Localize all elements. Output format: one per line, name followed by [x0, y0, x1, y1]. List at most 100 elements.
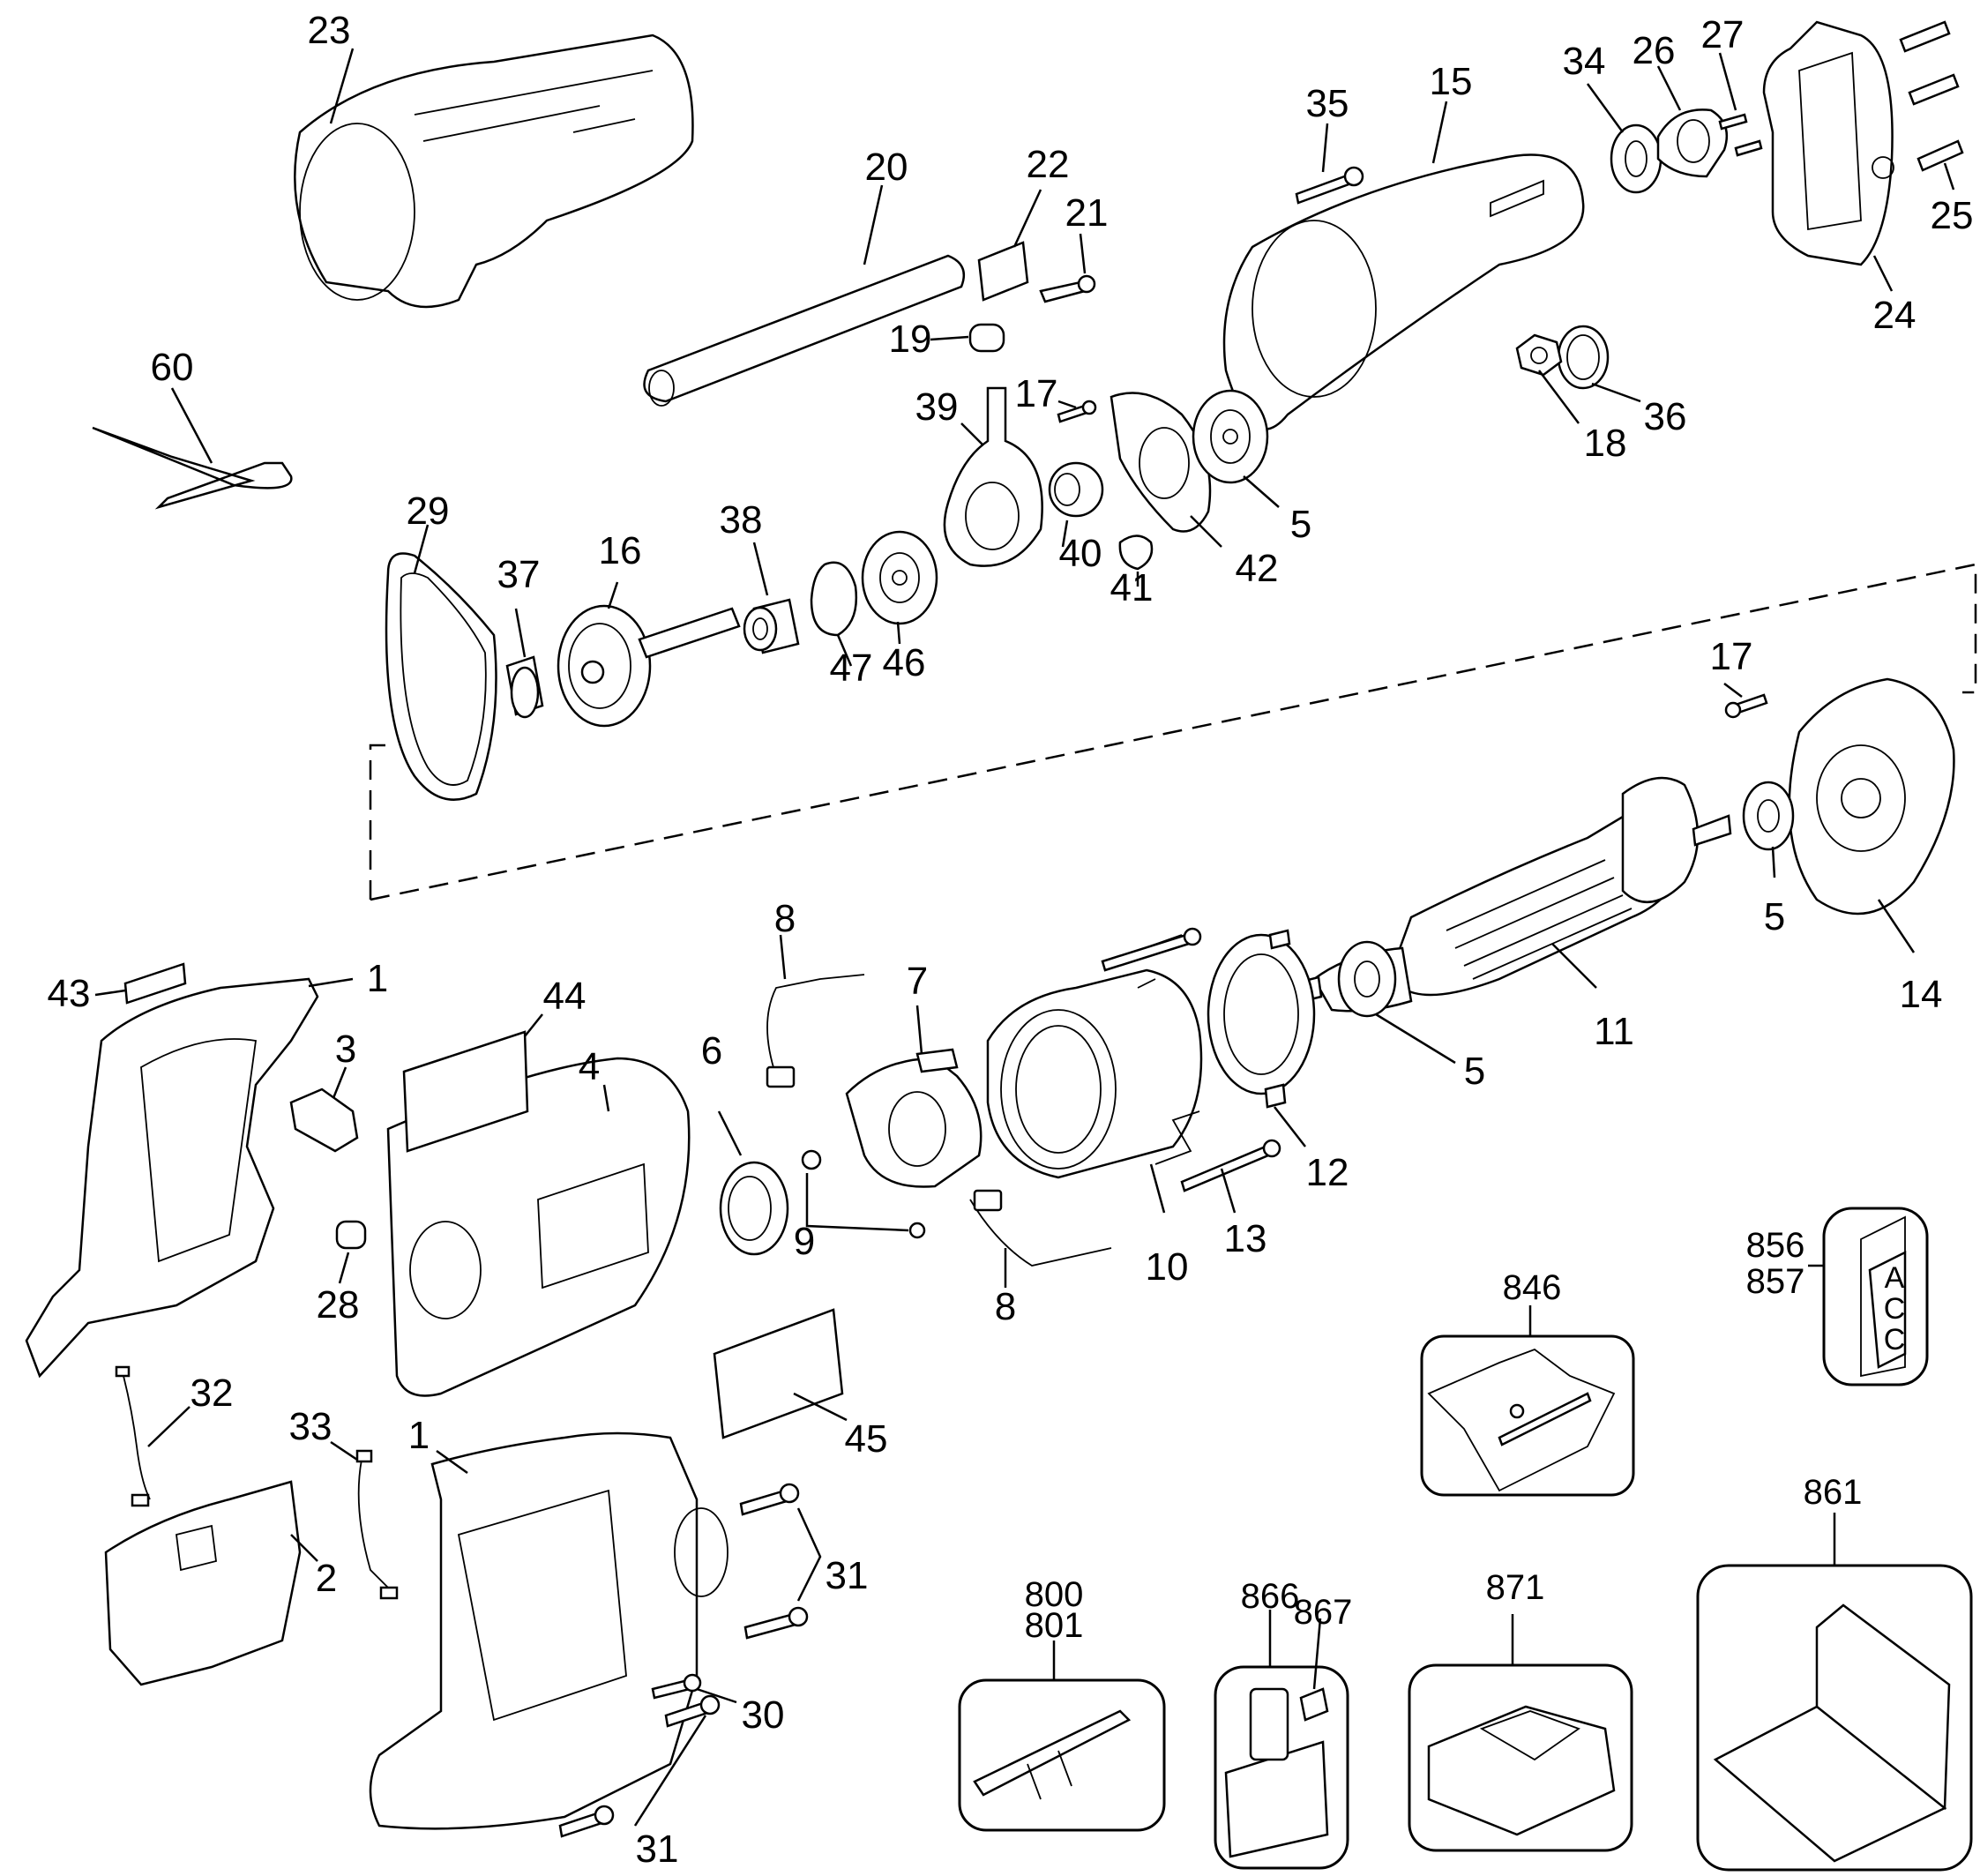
part-4-motor-housing [386, 1057, 691, 1397]
part-33-wire [330, 1440, 399, 1600]
callout-38: 38 [719, 498, 763, 542]
part-14-bracket [1788, 677, 1955, 953]
part-47-retaining-ring [810, 561, 857, 667]
part-45-label [713, 1308, 848, 1439]
part-19-pin [930, 323, 1005, 353]
part-35-screw [1295, 123, 1364, 205]
part-10-field [986, 934, 1203, 1214]
callout-5-right: 5 [1763, 895, 1786, 938]
callout-801: 801 [1024, 1606, 1084, 1645]
part-7-brush-holder [845, 1005, 983, 1188]
callout-44: 44 [542, 975, 587, 1018]
callout-856: 856 [1745, 1226, 1805, 1265]
callout-22: 22 [1026, 143, 1070, 186]
part-22-blade-clamp [977, 189, 1042, 302]
callout-4: 4 [578, 1045, 601, 1088]
callout-857: 857 [1745, 1262, 1805, 1301]
callout-2: 2 [315, 1557, 338, 1600]
callout-47: 47 [829, 647, 873, 690]
callout-43: 43 [47, 972, 91, 1015]
part-36-bushing [1557, 325, 1641, 403]
part-846-kit-box [1420, 1305, 1635, 1497]
part-8-brush-upper [766, 934, 865, 1088]
callout-30: 30 [741, 1693, 785, 1737]
callout-7: 7 [906, 960, 929, 1003]
part-866-battery-box [1214, 1610, 1349, 1870]
part-30-screw [651, 1673, 737, 1704]
callout-11: 11 [1594, 1010, 1634, 1053]
callout-5-lower: 5 [1463, 1050, 1486, 1093]
acc-letter-3: C [1884, 1323, 1906, 1357]
callout-37: 37 [497, 553, 541, 596]
callout-1-lower: 1 [407, 1414, 430, 1457]
part-43-nameplate [94, 962, 187, 1005]
part-800-801-blade-box [958, 1641, 1166, 1832]
callout-14: 14 [1899, 973, 1943, 1016]
part-16-gear-spindle [557, 581, 741, 728]
part-856-857-accessory-tag: A C C [1808, 1207, 1929, 1386]
callout-19: 19 [888, 318, 932, 361]
part-13-screws [1101, 927, 1281, 1214]
part-5-bearing-lower [1337, 940, 1456, 1065]
callout-45: 45 [844, 1417, 888, 1461]
callout-24: 24 [1872, 294, 1916, 337]
part-26-plate [1656, 65, 1729, 178]
part-25-shoe-screws [1899, 20, 1964, 191]
part-18-nut [1515, 333, 1580, 424]
callout-846: 846 [1502, 1268, 1562, 1307]
callout-6: 6 [700, 1029, 723, 1073]
callout-15: 15 [1429, 60, 1473, 103]
part-17-screw-lower [1723, 683, 1768, 719]
callout-16: 16 [598, 529, 642, 572]
callout-27: 27 [1700, 13, 1745, 56]
callout-34: 34 [1562, 40, 1606, 83]
callout-20: 20 [864, 146, 908, 189]
part-3-actuator [289, 1066, 359, 1153]
part-40-race [1048, 461, 1104, 548]
callout-28: 28 [316, 1283, 360, 1327]
callout-861: 861 [1803, 1473, 1863, 1512]
callout-26: 26 [1632, 29, 1676, 72]
callout-8-lower: 8 [994, 1285, 1017, 1328]
part-5-bearing-right [1742, 781, 1795, 878]
part-2-switch [104, 1480, 318, 1686]
part-34-washer [1586, 83, 1662, 194]
part-9-springs [801, 1149, 926, 1239]
part-38-spacer [743, 542, 800, 654]
part-871-charger-box [1408, 1614, 1633, 1852]
callout-41: 41 [1110, 566, 1154, 609]
part-1-housing-left [25, 977, 354, 1379]
callout-35: 35 [1305, 82, 1349, 125]
callout-871: 871 [1485, 1568, 1545, 1607]
part-6-bearing [717, 1110, 789, 1256]
part-39-drive-arm [943, 386, 1043, 567]
part-861-case-box [1696, 1513, 1973, 1872]
part-12-baffle [1207, 929, 1316, 1147]
callout-25: 25 [1930, 194, 1974, 237]
part-27-screws [1718, 52, 1763, 157]
part-15-gear-case [1222, 101, 1585, 430]
callout-40: 40 [1058, 532, 1102, 575]
part-5-bearing-upper [1192, 389, 1280, 508]
part-41-clip [1118, 534, 1154, 587]
callout-10: 10 [1145, 1245, 1189, 1289]
part-60-hex-key [92, 387, 293, 510]
part-29-gasket [385, 524, 497, 801]
part-23-boot [294, 34, 694, 309]
callout-31-upper: 31 [825, 1554, 869, 1597]
part-42-bearing-plate [1110, 392, 1222, 548]
callout-46: 46 [882, 641, 926, 684]
gear-assembly-boundary [369, 563, 1977, 901]
callout-17-lower: 17 [1709, 635, 1753, 678]
callout-9: 9 [793, 1220, 816, 1263]
callout-866: 866 [1240, 1577, 1300, 1616]
callout-18: 18 [1583, 422, 1627, 465]
callout-3: 3 [334, 1028, 357, 1071]
acc-letter-1: A [1885, 1261, 1905, 1295]
part-8-brush-lower [969, 1189, 1112, 1288]
callout-31-lower: 31 [635, 1827, 679, 1871]
callout-60: 60 [150, 346, 194, 389]
callout-867: 867 [1293, 1593, 1353, 1632]
part-46-bearing [861, 530, 938, 645]
